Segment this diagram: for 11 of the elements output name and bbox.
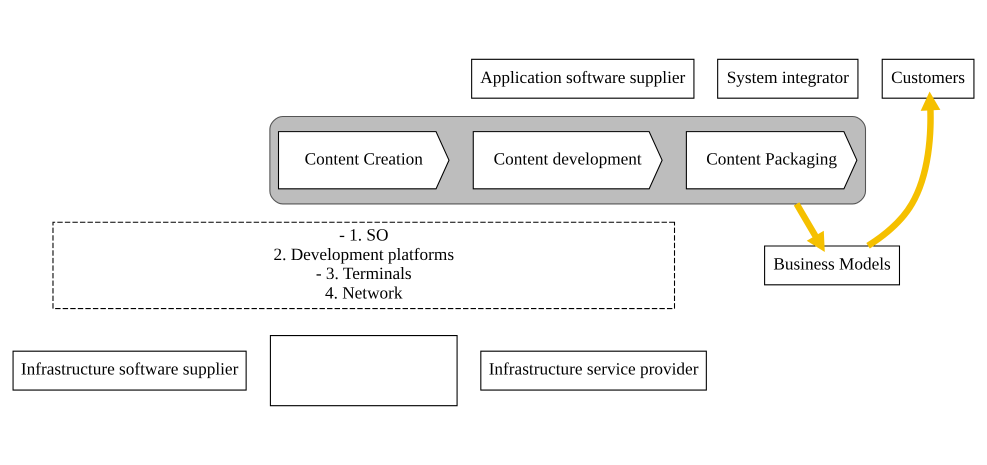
node-box: Infrastructure service provider (480, 350, 707, 391)
cluster (269, 116, 866, 204)
node-box: Infrastructure software supplier (12, 350, 247, 391)
arrow (794, 202, 825, 252)
node-box: System integrator (717, 58, 858, 99)
node-box: Application software supplier (471, 58, 694, 99)
node-box: Business Models (764, 245, 900, 286)
arrow (866, 92, 940, 248)
node-box: Customers (882, 58, 974, 99)
node-box: - 1. SO 2. Development platforms - 3. Terminals 4. Network (52, 222, 676, 310)
node-box (270, 335, 458, 406)
